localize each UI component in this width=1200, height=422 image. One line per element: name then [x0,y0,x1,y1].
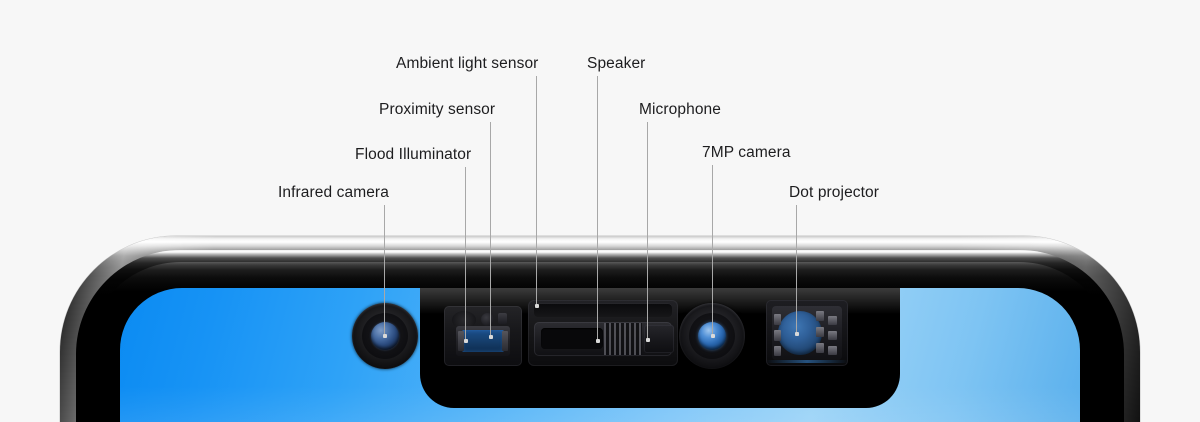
leader-line-ambient-light-sensor [534,76,539,308]
dot-projector-pad [816,327,824,337]
dot-projector-pad [828,331,837,340]
dot-projector-pad [774,346,781,356]
callout-label-microphone: Microphone [639,101,721,118]
flood-illuminator-contact-right [502,331,508,351]
proximity-sensor-aperture [481,313,494,326]
leader-line-proximity-sensor [488,122,493,339]
callout-label-infrared-camera: Infrared camera [278,184,389,201]
dot-projector-pad [828,316,837,325]
leader-line-microphone [645,122,650,342]
flood-illuminator-emitter [462,330,504,352]
dot-projector-pad [774,314,781,325]
speaker-grille [604,323,642,355]
proximity-sensor-emitter [498,313,507,324]
dot-projector-pad [828,346,837,355]
dot-projector-pad [816,311,824,321]
leader-line-flood-illuminator [463,167,468,343]
leader-line-infrared-camera [382,205,387,338]
leader-line-dot-projector [794,205,799,336]
callout-label-proximity-sensor: Proximity sensor [379,101,496,118]
dot-projector-pad [816,343,824,353]
leader-line-speaker [595,76,600,343]
callout-label-speaker: Speaker [587,55,646,72]
callout-label-7mp-camera: 7MP camera [702,144,791,161]
leader-line-7mp-camera [710,165,715,338]
speaker-upper-slot [534,303,672,317]
callout-label-dot-projector: Dot projector [789,184,880,201]
callout-label-ambient-light-sensor: Ambient light sensor [396,55,539,72]
callout-label-flood-illuminator: Flood Illuminator [355,146,472,163]
speaker-slot [541,328,603,349]
dot-projector-pad [774,330,781,341]
dot-projector-rim-light [766,360,848,363]
